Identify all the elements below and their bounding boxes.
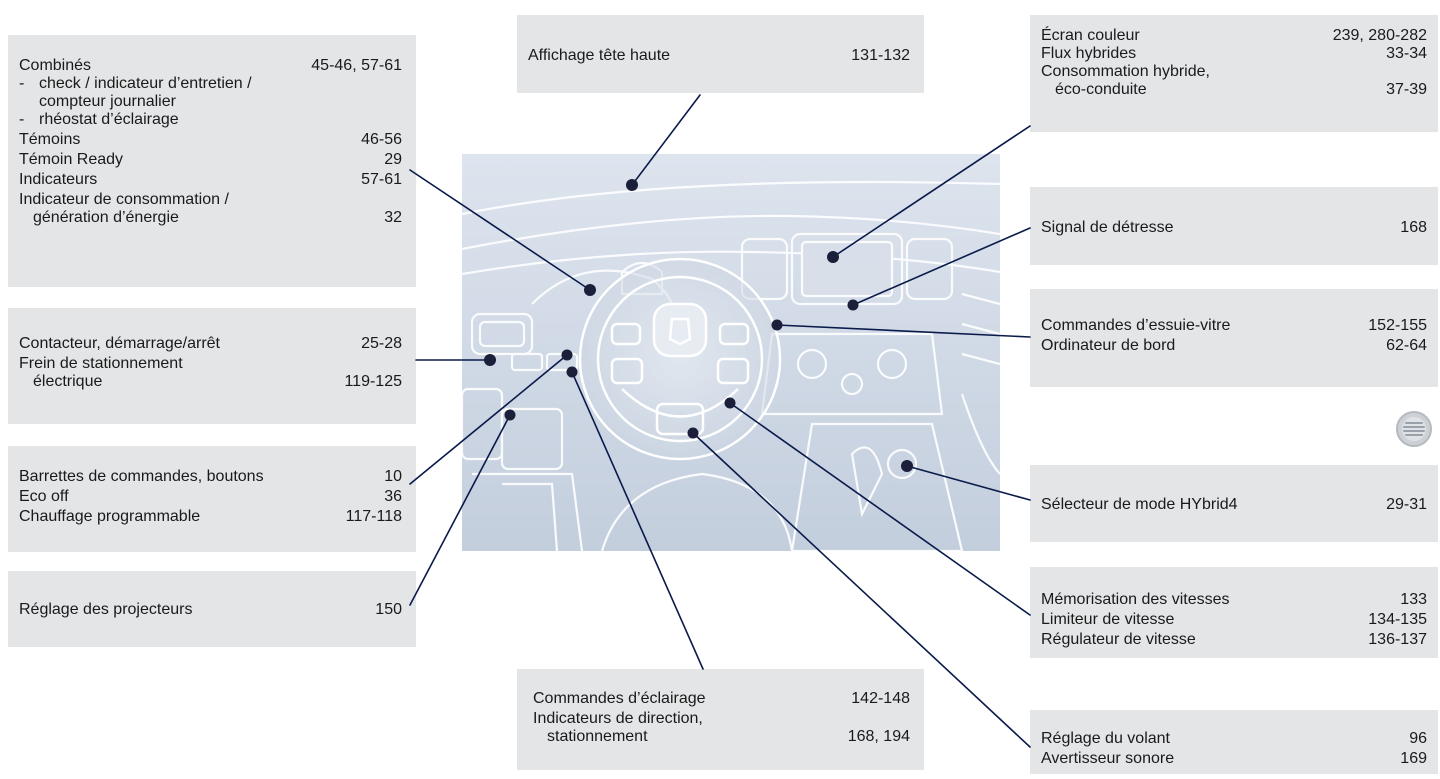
leader-eclairage [571,371,704,670]
marker-dot [566,366,578,378]
leader-essuie [776,324,1031,338]
entry-check: -check / indicateur d’entretien /compteu… [19,75,252,110]
leader-barrettes [409,354,568,485]
leader-selecteur [906,465,1031,501]
leader-combines [409,169,591,291]
marker-dot [687,427,699,439]
leader-volant [692,432,1031,748]
marker-dot [847,299,859,311]
speaker-grille-icon [1396,411,1432,447]
leader-affichage [631,94,701,186]
marker-dot [504,409,516,421]
leader-projecteurs [409,414,511,606]
marker-dot [827,251,839,263]
marker-dot [771,319,783,331]
leader-detresse [852,227,1031,306]
marker-dot [484,354,496,366]
leader-ecran [832,125,1031,258]
marker-dot [724,397,736,409]
marker-dot [901,460,913,472]
entry-indicateur-conso: Indicateur de consommation / génération … [19,191,402,226]
leader-vitesses [729,402,1031,616]
marker-dot [626,179,638,191]
marker-dot [584,284,596,296]
entry-rheostat: -rhéostat d’éclairage [19,111,179,128]
marker-dot [561,349,573,361]
dashboard-illustration [462,154,1000,551]
